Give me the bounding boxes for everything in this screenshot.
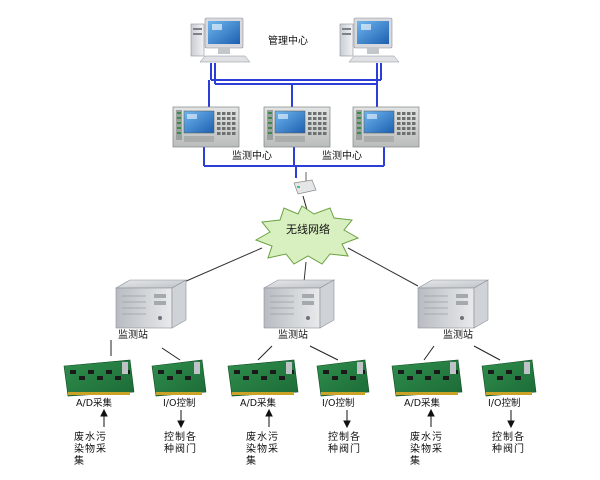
monitoring-panel-pc-2 [263,106,331,148]
station-label-left: 监测站 [118,330,148,341]
ad-collection-board-2 [227,359,299,397]
monitoring-panel-pc-1 [172,106,240,148]
station-industrial-pc-3 [416,279,490,329]
io-control-board-1 [151,359,207,397]
ad-collect-label-2: A/D采集 [240,398,277,409]
network-bus-lines [203,63,385,178]
io-control-board-2 [316,359,370,397]
io-control-label-2: I/O控制 [322,398,355,409]
station-industrial-pc-1 [114,279,188,329]
io-control-board-3 [481,359,537,397]
station-label-right: 监测站 [443,330,473,341]
ad-collect-label-1: A/D采集 [76,398,113,409]
monitoring-center-label-left: 监测中心 [232,151,272,162]
management-center-label: 管理中心 [268,36,308,47]
ad-collection-board-3 [391,359,463,397]
ad-collection-board-1 [63,359,135,397]
wireless-network-burst [254,205,360,265]
station-label-middle: 监测站 [278,330,308,341]
pollutant-collection-label-2: 废水污染物采集 [246,432,279,467]
valve-control-label-1: 控制各种阀门 [164,432,197,455]
pollutant-collection-label-1: 废水污染物采集 [74,432,107,467]
io-control-label-1: I/O控制 [163,398,196,409]
wireless-links [183,247,419,287]
pollutant-collection-label-3: 废水污染物采集 [410,432,443,467]
monitoring-center-label-right: 监测中心 [322,151,362,162]
wireless-router [293,172,317,195]
io-control-label-3: I/O控制 [488,398,521,409]
valve-control-label-2: 控制各种阀门 [328,432,361,455]
station-to-board-links [110,340,501,361]
station-industrial-pc-2 [262,279,336,329]
valve-control-label-3: 控制各种阀门 [492,432,525,455]
wireless-network-label: 无线网络 [286,223,330,236]
signal-arrows [100,408,515,429]
monitoring-panel-pc-3 [352,106,420,148]
management-pc-right [339,17,400,63]
ad-collect-label-3: A/D采集 [404,398,441,409]
management-pc-left [190,17,251,63]
